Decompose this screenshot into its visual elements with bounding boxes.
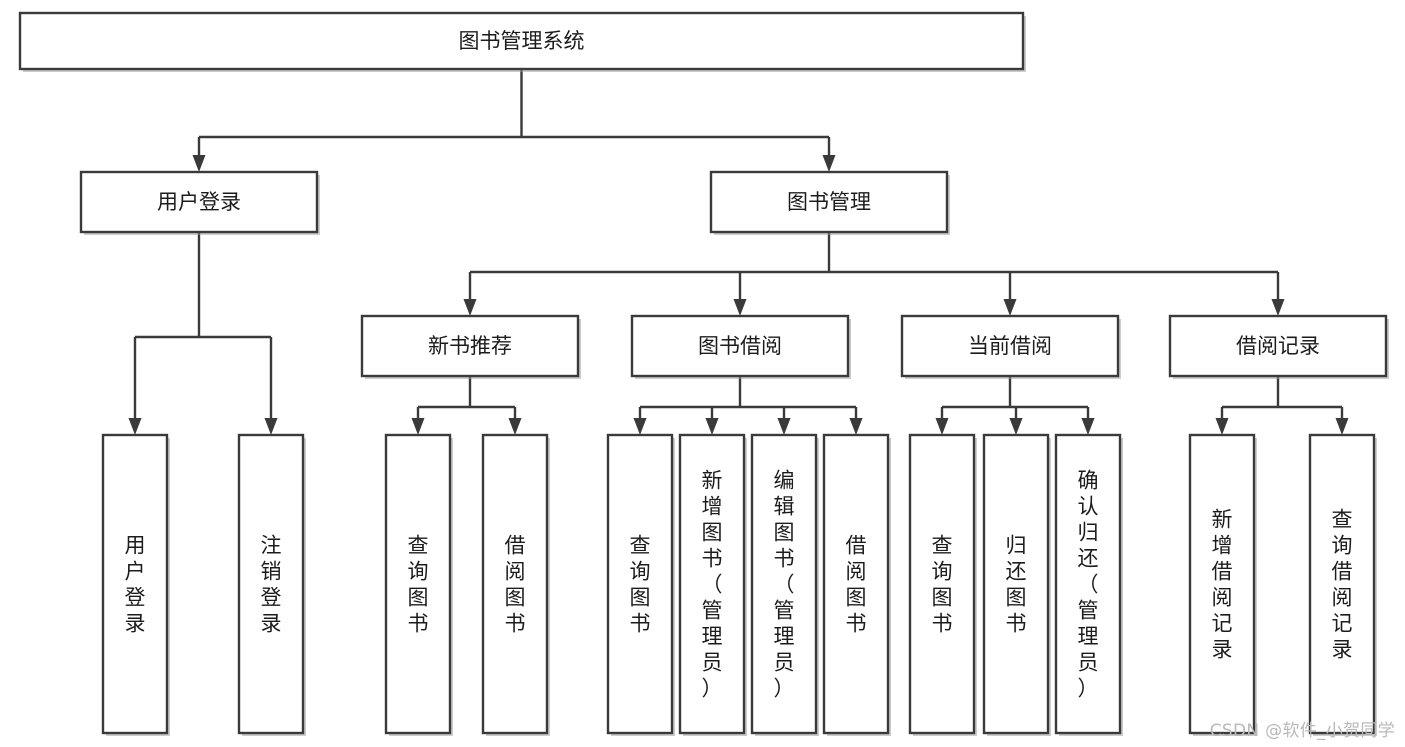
node-label-leaf-confirm-return-admin: 确认归还（管理员） (1078, 468, 1099, 700)
node-label-leaf-borrow-books-borrow: 借阅图书 (846, 533, 867, 635)
arrow-head-user-login (192, 155, 206, 172)
node-leaf-user-login[interactable]: 用户登录 (101, 433, 170, 736)
watermark-text: CSDN @软件_小贺同学 (1209, 721, 1395, 741)
arrow-head-leaf-query-books-current (935, 418, 949, 435)
node-label-leaf-query-borrow-record: 查询借阅记录 (1332, 507, 1353, 661)
node-layer: 图书管理系统用户登录图书管理新书推荐图书借阅当前借阅借阅记录用户登录注销登录查询… (18, 11, 1389, 736)
node-borrow-record[interactable]: 借阅记录 (1168, 314, 1389, 379)
node-label-leaf-add-borrow-record: 新增借阅记录 (1212, 507, 1233, 661)
arrow-head-leaf-user-login (128, 418, 142, 435)
node-user-login[interactable]: 用户登录 (79, 170, 320, 235)
node-leaf-confirm-return-admin[interactable]: 确认归还（管理员） (1054, 433, 1123, 736)
node-label-user-login: 用户登录 (157, 190, 241, 214)
arrow-head-leaf-query-borrow-record (1335, 418, 1349, 435)
node-current-borrow[interactable]: 当前借阅 (900, 314, 1121, 379)
node-leaf-query-books-recommend[interactable]: 查询图书 (384, 433, 453, 736)
node-label-leaf-user-login: 用户登录 (125, 533, 146, 635)
node-leaf-add-book-admin[interactable]: 新增图书（管理员） (678, 433, 747, 736)
node-label-leaf-return-books: 归还图书 (1006, 533, 1027, 635)
arrow-head-leaf-confirm-return-admin (1081, 418, 1095, 435)
arrow-head-leaf-borrow-books-borrow (849, 418, 863, 435)
node-label-leaf-query-books-current: 查询图书 (932, 533, 953, 635)
arrow-head-leaf-query-books-recommend (411, 418, 425, 435)
node-leaf-borrow-books-borrow[interactable]: 借阅图书 (822, 433, 891, 736)
node-leaf-query-borrow-record[interactable]: 查询借阅记录 (1308, 433, 1377, 736)
node-book-management[interactable]: 图书管理 (709, 170, 950, 235)
node-root[interactable]: 图书管理系统 (18, 11, 1026, 72)
node-leaf-query-books-current[interactable]: 查询图书 (908, 433, 977, 736)
arrow-head-book-borrow (733, 299, 747, 316)
arrow-head-borrow-record (1271, 299, 1285, 316)
node-label-current-borrow: 当前借阅 (968, 334, 1052, 358)
arrow-head-new-book-recommend (463, 299, 477, 316)
node-leaf-query-books-borrow[interactable]: 查询图书 (606, 433, 675, 736)
node-leaf-logout[interactable]: 注销登录 (237, 433, 306, 736)
node-label-borrow-record: 借阅记录 (1236, 334, 1320, 358)
arrow-head-leaf-query-books-borrow (633, 418, 647, 435)
node-label-leaf-edit-book-admin: 编辑图书（管理员） (774, 468, 795, 700)
arrow-head-leaf-edit-book-admin (777, 418, 791, 435)
node-leaf-add-borrow-record[interactable]: 新增借阅记录 (1188, 433, 1257, 736)
node-label-leaf-logout: 注销登录 (261, 533, 282, 635)
node-label-leaf-add-book-admin: 新增图书（管理员） (702, 468, 723, 700)
node-label-book-borrow: 图书借阅 (698, 334, 782, 358)
node-leaf-borrow-books-recommend[interactable]: 借阅图书 (481, 433, 550, 736)
arrow-head-leaf-borrow-books-recommend (508, 418, 522, 435)
node-leaf-edit-book-admin[interactable]: 编辑图书（管理员） (750, 433, 819, 736)
node-label-new-book-recommend: 新书推荐 (428, 334, 512, 358)
arrow-head-book-management (822, 155, 836, 172)
node-label-leaf-query-books-borrow: 查询图书 (630, 533, 651, 635)
node-label-book-management: 图书管理 (787, 190, 871, 214)
node-label-root: 图书管理系统 (459, 29, 585, 53)
arrow-head-leaf-add-book-admin (705, 418, 719, 435)
arrow-head-leaf-add-borrow-record (1215, 418, 1229, 435)
node-leaf-return-books[interactable]: 归还图书 (982, 433, 1051, 736)
node-label-leaf-query-books-recommend: 查询图书 (408, 533, 429, 635)
node-book-borrow[interactable]: 图书借阅 (630, 314, 851, 379)
connector-layer (128, 69, 1349, 435)
arrow-head-current-borrow (1003, 299, 1017, 316)
arrow-head-leaf-return-books (1009, 418, 1023, 435)
node-new-book-recommend[interactable]: 新书推荐 (360, 314, 581, 379)
node-label-leaf-borrow-books-recommend: 借阅图书 (505, 533, 526, 635)
arrow-head-leaf-logout (264, 418, 278, 435)
